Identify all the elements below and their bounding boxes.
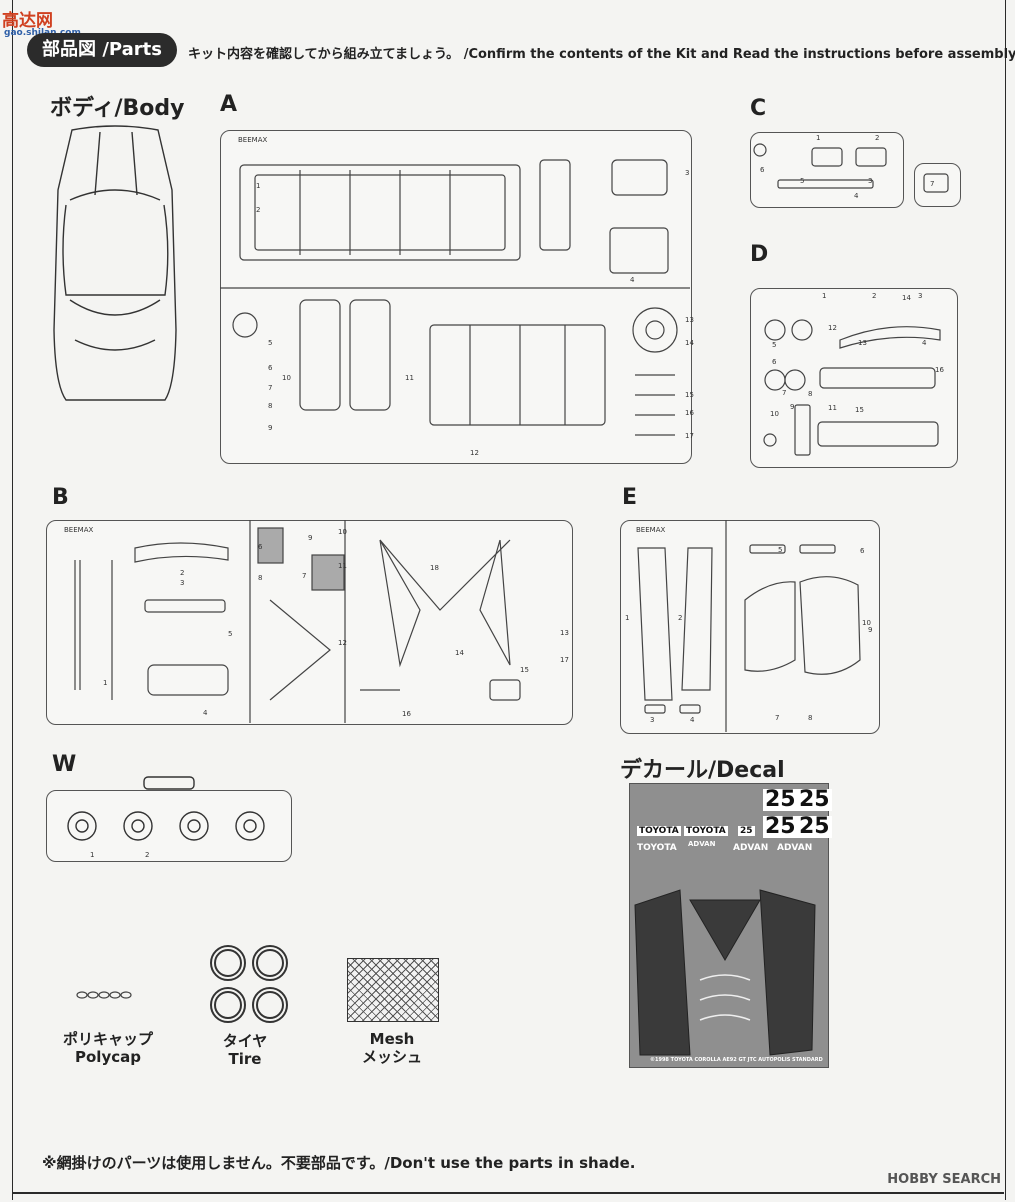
bottom-rule — [12, 1192, 1004, 1202]
sprue-a — [220, 130, 692, 464]
section-label-c: C — [750, 96, 767, 121]
section-label-decal: デカール/Decal — [620, 758, 785, 783]
section-label-e: E — [622, 485, 638, 510]
decal-number-small: 25 — [738, 826, 755, 836]
decal-number-1: 25 — [763, 787, 798, 812]
polycap-label-jp: ポリキャップ — [62, 1030, 153, 1048]
watermark-hobbysearch: HOBBY SEARCH — [887, 1172, 1001, 1187]
tire-label-en: Tire — [228, 1050, 262, 1068]
section-label-body: ボディ/Body — [50, 96, 185, 121]
decal-advan-3: ADVAN — [688, 840, 716, 848]
header-instruction: キット内容を確認してから組み立てましょう。 /Confirm the conte… — [188, 47, 1015, 62]
mesh-part — [347, 958, 439, 1022]
decal-copyright: ©1998 TOYOTA COROLLA AE92 GT JTC AUTOPOL… — [650, 1057, 823, 1063]
decal-number-4: 25 — [797, 814, 832, 839]
footer-note: ※網掛けのパーツは使用しません。不要部品です。/Don't use the pa… — [42, 1154, 636, 1172]
decal-toyota-3: TOYOTA — [637, 843, 677, 853]
section-label-a: A — [220, 92, 238, 117]
sprue-w — [46, 790, 292, 862]
mesh-caption: Mesh メッシュ — [347, 1030, 437, 1066]
section-label-b: B — [52, 485, 69, 510]
decal-toyota-1: TOYOTA — [637, 826, 681, 836]
sprue-c — [750, 132, 904, 208]
mesh-label-jp: メッシュ — [361, 1048, 422, 1066]
sprue-b — [46, 520, 573, 725]
tire-caption: タイヤ Tire — [200, 1032, 290, 1068]
mesh-label-en: Mesh — [369, 1030, 415, 1048]
decal-advan-1: ADVAN — [733, 843, 769, 853]
decal-number-2: 25 — [797, 787, 832, 812]
decal-number-3: 25 — [763, 814, 798, 839]
sprue-c-small — [914, 163, 961, 207]
sprue-d — [750, 288, 958, 468]
polycap-label-en: Polycap — [75, 1048, 141, 1066]
tire-label-jp: タイヤ — [222, 1032, 268, 1050]
decal-toyota-2: TOYOTA — [684, 826, 728, 836]
parts-header-badge: 部品図 /Parts — [27, 33, 177, 67]
decal-advan-2: ADVAN — [777, 843, 813, 853]
polycap-caption: ポリキャップ Polycap — [58, 1030, 158, 1066]
section-label-w: W — [52, 752, 77, 777]
sprue-e — [620, 520, 880, 734]
section-label-d: D — [750, 242, 769, 267]
page-frame — [12, 0, 1006, 1200]
watermark-logo: 高达网 — [2, 11, 53, 31]
